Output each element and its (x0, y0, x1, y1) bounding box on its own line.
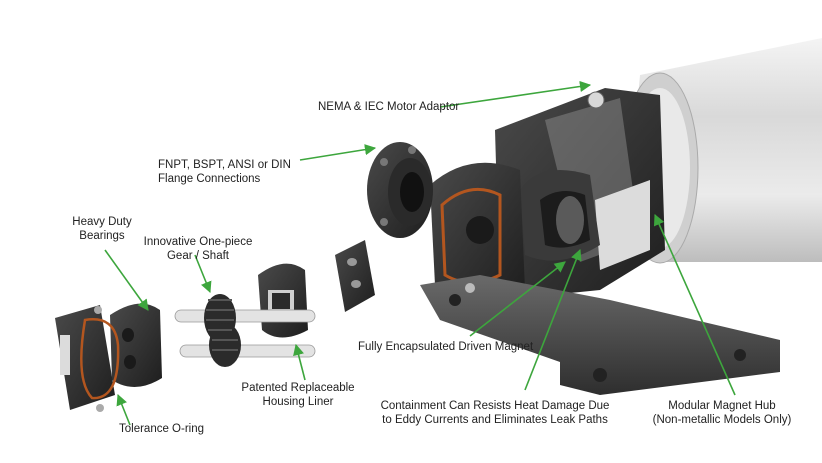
flange (367, 142, 433, 238)
leader-liner (293, 343, 306, 381)
leader-flange (299, 144, 377, 161)
base-plate (420, 275, 780, 395)
leader-oring (116, 393, 131, 426)
leader-nema (439, 80, 592, 108)
leader-driven-magnet (469, 261, 566, 337)
leader-lines (104, 80, 736, 426)
label-nema: NEMA & IEC Motor Adaptor (318, 101, 460, 113)
label-containment-line1: Containment Can Resists Heat Damage Due (380, 400, 610, 412)
label-gear-line1: Innovative One-piece (143, 236, 253, 248)
leader-gear (194, 254, 212, 294)
leader-hub (653, 213, 736, 396)
label-liner-line2: Housing Liner (262, 396, 334, 408)
label-liner-line1: Patented Replaceable (241, 382, 355, 394)
leader-containment (524, 248, 582, 391)
label-driven-magnet: Fully Encapsulated Driven Magnet (358, 341, 534, 353)
label-oring: Tolerance O-ring (119, 423, 205, 435)
label-containment: Containment Can Resists Heat Damage Due … (360, 399, 630, 427)
label-containment-line2: to Eddy Currents and Eliminates Leak Pat… (382, 414, 608, 426)
label-flange: FNPT, BSPT, ANSI or DIN Flange Connectio… (158, 158, 291, 186)
label-bearings-line2: Bearings (79, 230, 125, 242)
housing-liner (258, 263, 308, 338)
label-flange-line1: FNPT, BSPT, ANSI or DIN (158, 159, 291, 171)
label-liner: Patented Replaceable Housing Liner (228, 381, 368, 409)
label-hub-line1: Modular Magnet Hub (668, 400, 776, 412)
port-insert (335, 240, 375, 312)
label-gear-line2: Gear / Shaft (166, 250, 229, 262)
label-bearings: Heavy Duty Bearings (62, 215, 142, 243)
label-flange-line2: Flange Connections (158, 173, 261, 185)
leader-bearings (104, 249, 149, 311)
containment-can (520, 170, 600, 261)
bearings-block (110, 303, 162, 388)
gear-shaft-assembly (174, 294, 316, 367)
label-hub-line2: (Non-metallic Models Only) (652, 414, 792, 426)
label-bearings-line1: Heavy Duty (72, 216, 132, 228)
label-gear: Innovative One-piece Gear / Shaft (138, 235, 258, 263)
end-cover (55, 305, 120, 412)
label-hub: Modular Magnet Hub (Non-metallic Models … (637, 399, 807, 427)
